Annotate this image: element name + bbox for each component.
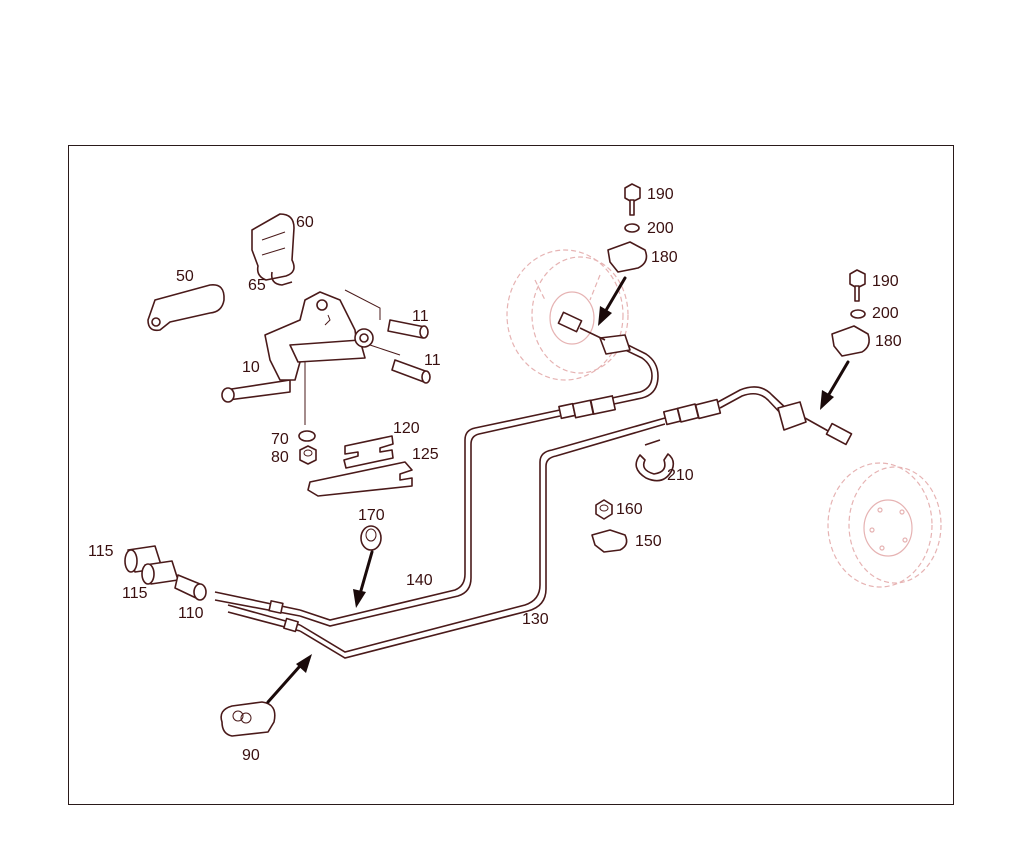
callout-65: 65 [248, 277, 266, 294]
cover-60 [251, 213, 295, 281]
callout-170: 170 [358, 507, 385, 524]
washer-200-left [624, 223, 640, 233]
nut-80 [299, 445, 317, 465]
plate-120 [343, 435, 394, 469]
callout-115-upper: 115 [88, 543, 114, 560]
plate-125 [307, 461, 413, 497]
callout-180-right: 180 [875, 333, 902, 350]
cable-140 [299, 311, 659, 627]
pin-11-lower [391, 359, 431, 384]
bracket-180-right [831, 325, 870, 357]
washer-200-right [850, 309, 866, 319]
adjuster-sleeve-115-lower [141, 560, 179, 585]
callout-labels: 60 50 65 11 11 10 70 80 120 125 170 140 … [88, 186, 902, 764]
callout-130: 130 [522, 611, 549, 628]
callout-115-lower: 115 [122, 585, 148, 602]
cable-front-ends [214, 591, 301, 633]
clamp-210 [635, 439, 675, 482]
callout-150: 150 [635, 533, 662, 550]
clip-150 [591, 529, 628, 553]
callout-110: 110 [178, 605, 204, 622]
callout-11-upper: 11 [412, 308, 429, 325]
grommet-170 [360, 525, 382, 551]
rear-right-brake-drum [827, 462, 942, 588]
arrow-to-right-mount [820, 360, 850, 410]
clip-65 [270, 271, 293, 286]
callout-200-left: 200 [647, 220, 674, 237]
callout-190-left: 190 [647, 186, 674, 203]
callout-140: 140 [406, 572, 433, 589]
callout-200-right: 200 [872, 305, 899, 322]
bolt-190-right [849, 269, 866, 302]
adjuster-nut-110 [174, 574, 207, 601]
arrow-to-left-mount [598, 276, 627, 326]
diagram-frame [68, 145, 954, 805]
callout-125: 125 [412, 446, 439, 463]
clip-90 [220, 701, 276, 737]
pin-11-upper [387, 319, 429, 339]
callout-50: 50 [176, 268, 194, 285]
parking-brake-lever-10 [221, 289, 401, 425]
bracket-180-left [607, 241, 648, 273]
bolt-190-left [624, 183, 641, 216]
callout-80: 80 [271, 449, 289, 466]
bracket-50 [147, 283, 225, 332]
washer-70 [298, 430, 316, 442]
arrow-grommet-170 [353, 550, 374, 608]
callout-210: 210 [667, 467, 694, 484]
nut-160 [595, 499, 613, 520]
callout-70: 70 [271, 431, 289, 448]
rear-left-brake-drum [506, 249, 629, 381]
cable-130 [299, 386, 853, 659]
callout-160: 160 [616, 501, 643, 518]
callout-60: 60 [296, 214, 314, 231]
callout-10: 10 [242, 359, 260, 376]
arrow-clip-90 [266, 654, 312, 704]
callout-190-right: 190 [872, 273, 899, 290]
callout-120: 120 [393, 420, 420, 437]
callout-180-left: 180 [651, 249, 678, 266]
callout-11-lower: 11 [424, 352, 441, 369]
callout-90: 90 [242, 747, 260, 764]
